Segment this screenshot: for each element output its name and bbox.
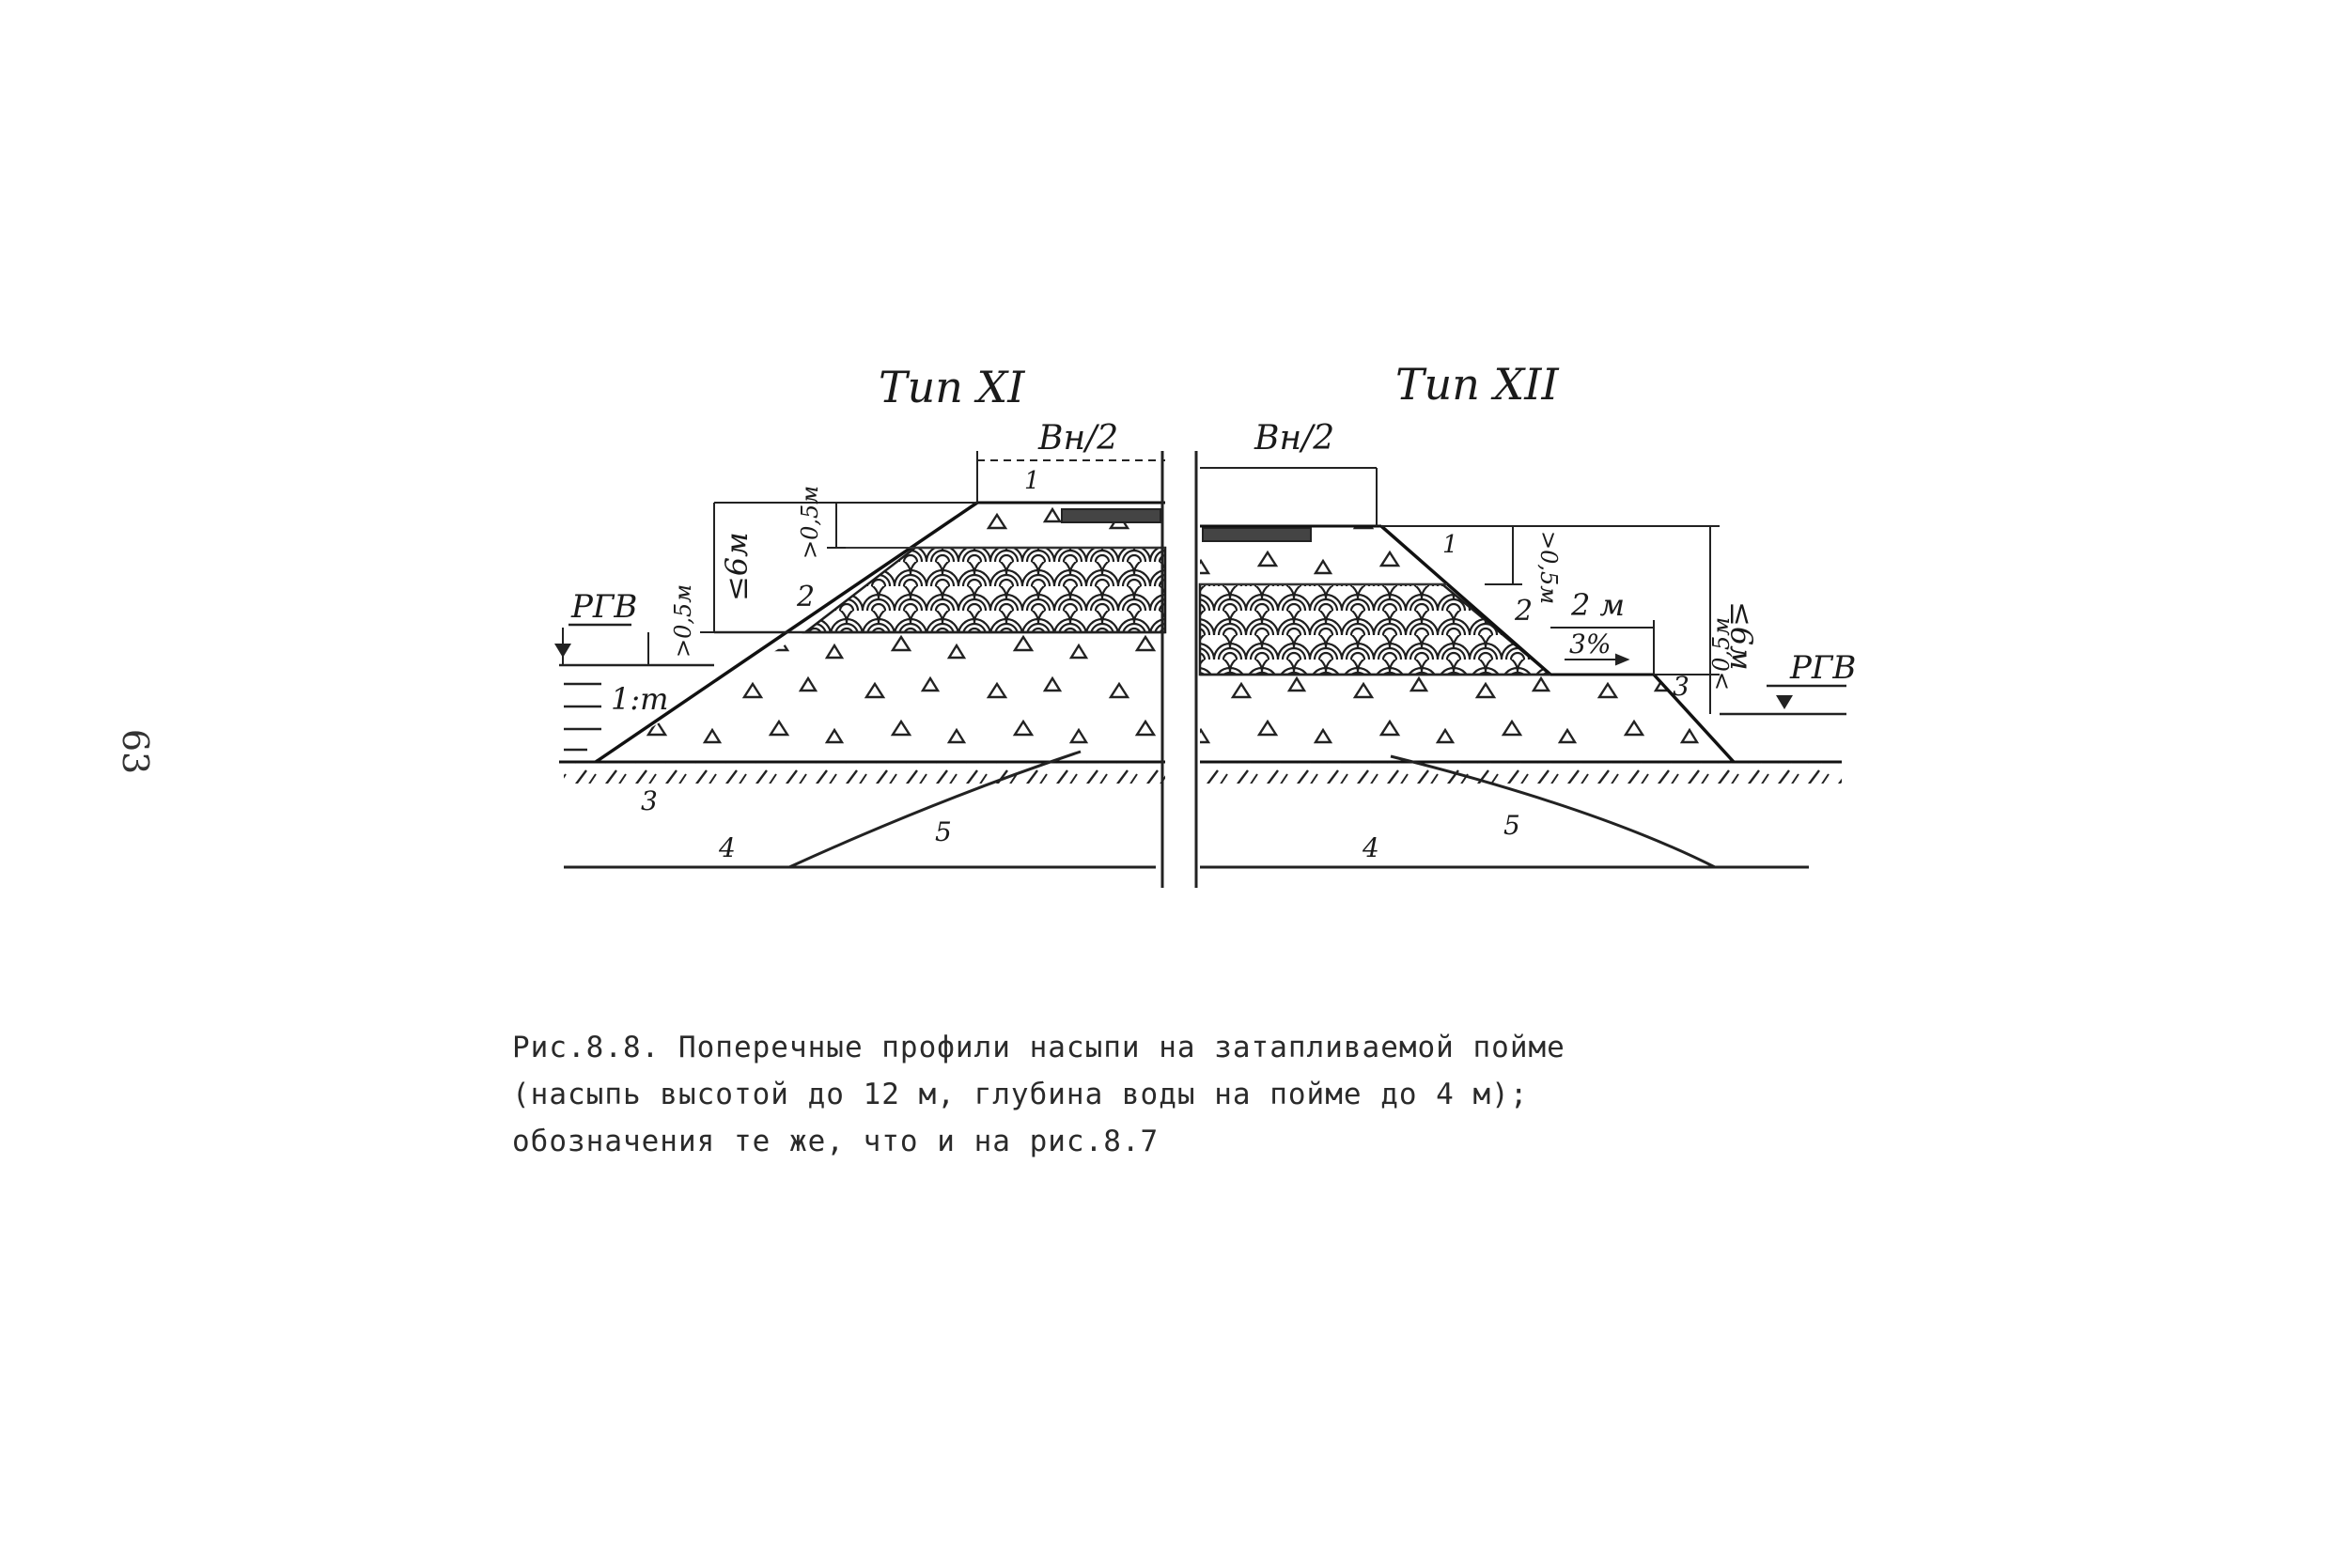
left-width-label: Вн/2 — [1037, 419, 1118, 458]
left-dimensions — [647, 451, 1165, 665]
left-road-surface — [1061, 508, 1161, 523]
axis-divider — [1160, 451, 1198, 888]
left-callout-5: 5 — [935, 816, 952, 847]
right-dimensions — [1200, 467, 1720, 714]
right-top-layer-label: >0,5м — [1535, 531, 1562, 604]
left-profile-title: Тип XI — [879, 362, 1025, 412]
right-water-level-label: РГВ — [1789, 649, 1856, 687]
left-top-layer-label: >0,5м — [797, 486, 823, 559]
right-callout-1: 1 — [1442, 531, 1458, 559]
left-callout-4: 4 — [718, 832, 736, 863]
right-profile: Тип XII РГВ — [1198, 359, 1856, 869]
right-lower-fill — [1200, 675, 1734, 762]
right-callout-4: 4 — [1362, 832, 1379, 863]
right-slope-lower — [1652, 673, 1736, 764]
left-profile: Тип XI РГВ — [554, 362, 1167, 869]
right-water-depth-label: >0,5м — [1708, 617, 1735, 691]
right-callout-2: 2 — [1514, 595, 1533, 628]
right-callout-3: 3 — [1673, 671, 1690, 702]
figure-caption: Рис.8.8. Поперечные профили насыпи на за… — [512, 1024, 1565, 1165]
left-water — [559, 663, 714, 752]
left-slope-label: 1:m — [611, 681, 668, 717]
right-water-level-marker: РГВ — [1767, 649, 1856, 709]
left-callout-3: 3 — [641, 785, 658, 816]
right-slope-upper — [1379, 524, 1552, 676]
caption-line-2: (насыпь высотой до 12 м, глубина воды на… — [512, 1078, 1529, 1111]
left-ground-hatch — [564, 763, 1165, 784]
left-water-depth-label: >0,5м — [670, 584, 696, 658]
left-callout-1: 1 — [1024, 467, 1040, 495]
caption-line-3: обозначения те же, что и на рис.8.7 — [512, 1125, 1160, 1158]
caption-line-1: Рис.8.8. Поперечные профили насыпи на за… — [512, 1031, 1565, 1064]
right-road-surface — [1202, 527, 1312, 542]
left-core — [802, 546, 1167, 634]
right-height-label: ≤6м — [1723, 601, 1759, 671]
right-berm-width-label: 2 м — [1570, 587, 1625, 623]
left-water-level-marker: РГВ — [554, 588, 637, 665]
right-line-5 — [1390, 754, 1716, 869]
left-callout-2: 2 — [796, 581, 815, 613]
left-line-5 — [788, 750, 1082, 869]
right-ground-hatch — [1203, 763, 1842, 784]
left-lower-fill — [596, 632, 1165, 762]
left-water-level-label: РГВ — [570, 588, 637, 626]
right-callout-5: 5 — [1503, 810, 1520, 841]
right-width-label: Вн/2 — [1254, 419, 1334, 458]
right-berm-slope-label: 3% — [1569, 629, 1611, 660]
right-profile-title: Тип XII — [1395, 359, 1559, 410]
page-number: 63 — [115, 728, 157, 775]
left-height-label: ≤6м — [719, 532, 755, 601]
